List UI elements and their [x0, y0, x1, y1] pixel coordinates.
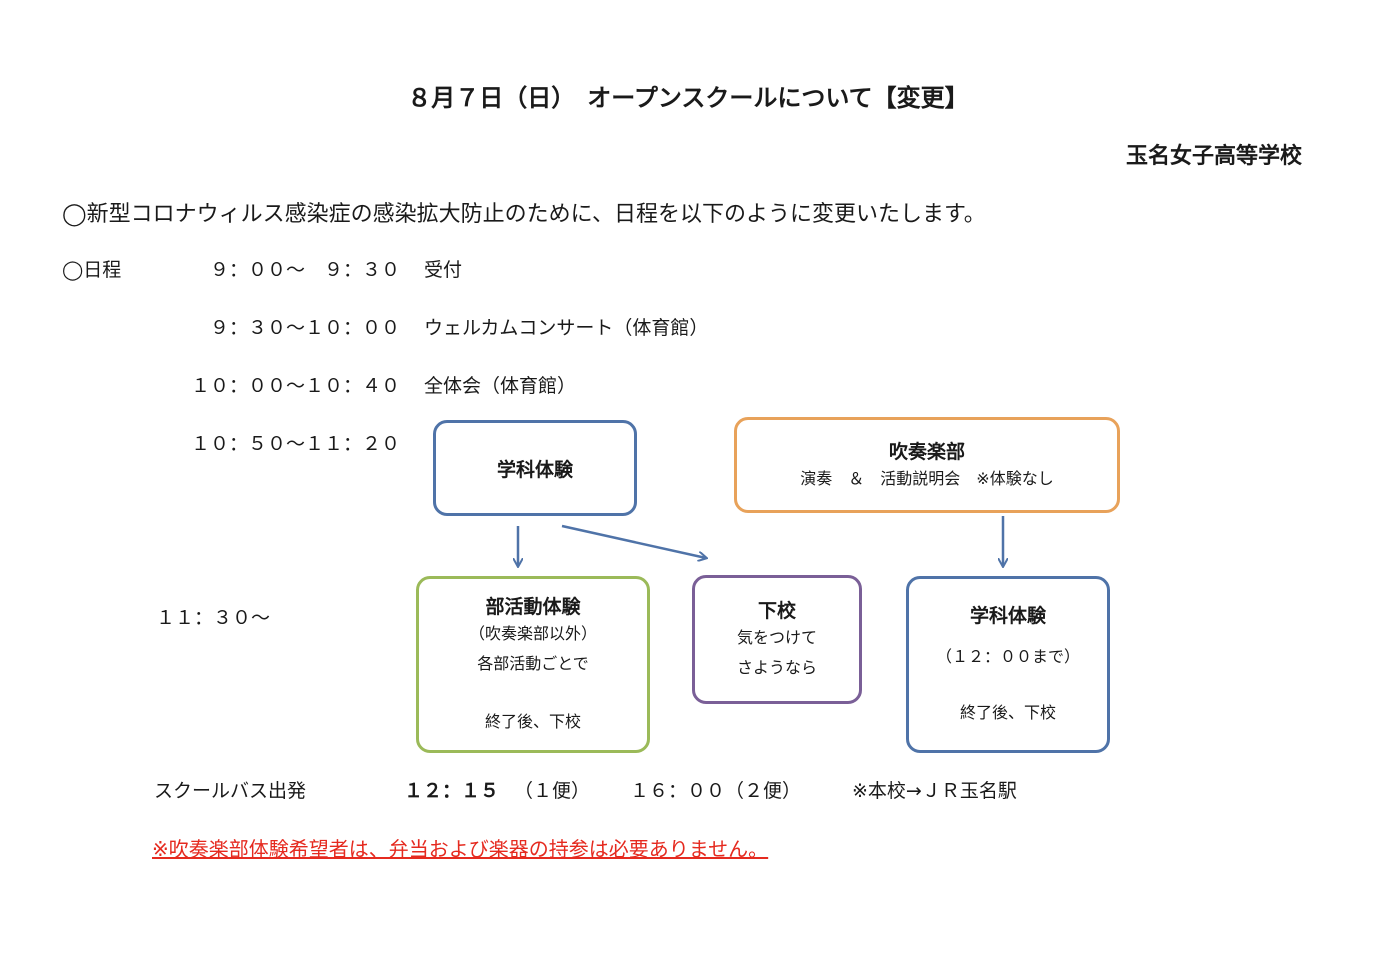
- box-gekou: 下校 気をつけて さようなら: [692, 575, 862, 704]
- box-bukatsu-title: 部活動体験: [485, 596, 581, 618]
- bus-first-time: １２：１５: [404, 780, 500, 802]
- box-bukatsu-line2: 各部活動ごとで: [477, 654, 589, 673]
- schedule-time-1: ９：００～ ９：３０: [209, 259, 400, 281]
- page-title: ８月７日（日） オープンスクールについて【変更】: [407, 84, 969, 112]
- box-suisougakubu: 吹奏楽部 演奏 ＆ 活動説明会 ※体験なし: [734, 417, 1120, 513]
- box-bukatsu-taiken: 部活動体験 （吹奏楽部以外） 各部活動ごとで 終了後、下校: [416, 576, 650, 753]
- bus-first-note: （１便）: [514, 780, 591, 802]
- box-bukatsu-line1: （吹奏楽部以外）: [468, 624, 597, 643]
- schedule-time-4: １０：５０～１１：２０: [190, 433, 400, 455]
- box-gakka2-line1: （１２：００まで）: [935, 647, 1080, 666]
- box-bukatsu-line3: 終了後、下校: [484, 712, 581, 731]
- schedule-label: ◯日程: [62, 259, 122, 281]
- schedule-time-5: １１：３０～: [156, 607, 271, 629]
- box-gakka-taiken-2: 学科体験 （１２：００まで） 終了後、下校: [906, 576, 1110, 753]
- box-gakka-taiken: 学科体験: [433, 420, 637, 516]
- school-name: 玉名女子高等学校: [1125, 144, 1302, 169]
- box-gekou-line1: 気をつけて: [736, 628, 817, 647]
- schedule-event-3: 全体会（体育館）: [424, 375, 577, 397]
- schedule-event-1: 受付: [424, 259, 463, 281]
- box-gekou-title: 下校: [757, 600, 796, 622]
- box-suisougakubu-title: 吹奏楽部: [888, 440, 965, 463]
- schedule-time-2: ９：３０～１０：００: [209, 317, 400, 339]
- bus-route: ※本校→ＪＲ玉名駅: [852, 780, 1017, 802]
- intro-text: ◯新型コロナウィルス感染症の感染拡大防止のために、日程を以下のように変更いたしま…: [62, 202, 986, 227]
- box-gakka-taiken-title: 学科体験: [496, 458, 573, 481]
- box-gakka2-title: 学科体験: [969, 605, 1046, 627]
- schedule-time-3: １０：００～１０：４０: [190, 375, 400, 397]
- box-gekou-line2: さようなら: [736, 658, 817, 677]
- schedule-event-2: ウェルカムコンサート（体育館）: [424, 317, 709, 339]
- box-gakka2-line2: 終了後、下校: [959, 703, 1056, 722]
- red-note: ※吹奏楽部体験希望者は、弁当および楽器の持参は必要ありません。: [152, 837, 769, 861]
- box-suisougakubu-text: 演奏 ＆ 活動説明会 ※体験なし: [800, 468, 1054, 488]
- bus-second: １６：００（２便）: [630, 780, 802, 802]
- arrow-to-gekou: [561, 524, 706, 558]
- bus-label: スクールバス出発: [154, 780, 307, 802]
